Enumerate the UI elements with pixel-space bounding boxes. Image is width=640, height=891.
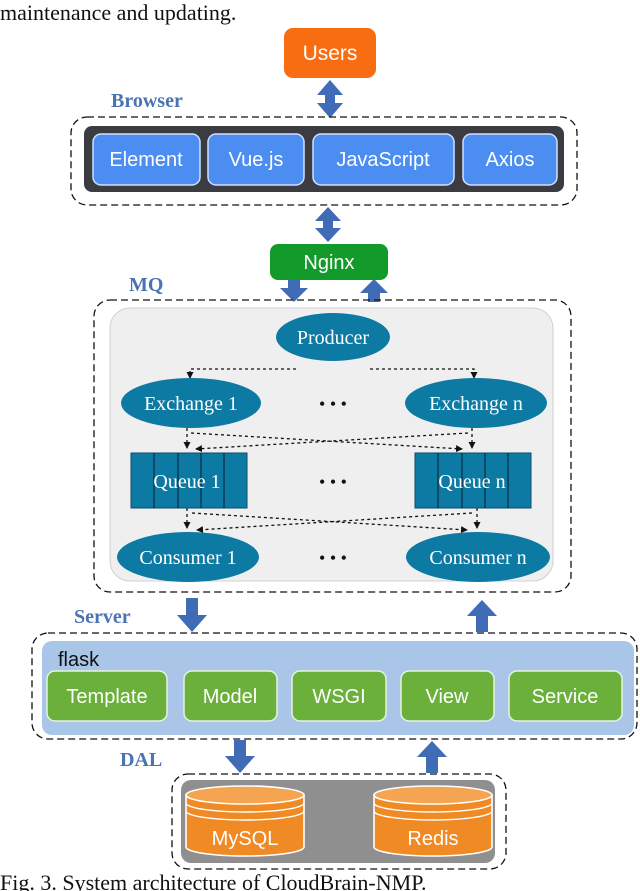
redis-database: Redis [373, 785, 493, 857]
browser-item-javascript-label: JavaScript [336, 149, 430, 171]
browser-group [70, 116, 578, 206]
mysql-label: MySQL [212, 828, 279, 850]
users-box [284, 28, 376, 78]
browser-item-axios [462, 133, 558, 186]
users-label: Users [303, 42, 358, 65]
queue-n-node: Queue n [414, 452, 532, 509]
producer-label: Producer [297, 327, 370, 349]
server-item-service-label: Service [532, 686, 599, 708]
server-to-dal-arrow [225, 740, 255, 773]
browser-item-javascript [312, 133, 455, 186]
nginx-to-mq-arrow [280, 279, 308, 302]
dal-section-label: DAL [120, 749, 162, 771]
mq-to-nginx-arrow [360, 279, 388, 302]
server-item-model-label: Model [203, 686, 257, 708]
server-item-view [400, 670, 495, 722]
header-text: maintenance and updating. [0, 0, 236, 25]
server-section-label: Server [74, 606, 131, 628]
queue-1-to-consumer-n [191, 512, 468, 534]
browser-item-element-label: Element [109, 149, 183, 171]
server-item-view-label: View [426, 686, 470, 708]
server-group [31, 632, 638, 740]
redis-label: Redis [407, 828, 458, 850]
exchange-1-node [121, 378, 261, 428]
browser-item-vuejs [207, 133, 305, 186]
figure-caption: Fig. 3. System architecture of CloudBrai… [0, 870, 427, 891]
flask-label: flask [58, 649, 100, 671]
browser-item-element [92, 133, 201, 186]
mq-to-server-arrow [177, 598, 207, 632]
exchange-n-node [405, 378, 547, 428]
consumer-n-node [406, 532, 550, 582]
browser-item-axios-label: Axios [486, 149, 535, 171]
queue-1-label: Queue 1 [153, 471, 220, 493]
server-item-service [508, 670, 623, 722]
browser-item-vuejs-label: Vue.js [229, 149, 284, 171]
server-item-wsgi-label: WSGI [312, 686, 365, 708]
server-item-template [46, 670, 168, 722]
exchange-ellipsis: • • • [319, 394, 347, 414]
browser-nginx-arrow [315, 207, 341, 242]
queue-ellipsis: • • • [319, 472, 347, 492]
mq-connectors [183, 368, 481, 534]
consumer-1-label: Consumer 1 [139, 547, 236, 569]
producer-to-exchange-n [370, 368, 478, 379]
queue-n-to-consumer-1 [196, 512, 473, 534]
queue-1-node: Queue 1 [130, 452, 248, 509]
mq-section-label: MQ [129, 274, 163, 296]
mq-panel [109, 307, 554, 582]
browser-section-label: Browser [111, 90, 183, 112]
producer-node [276, 313, 390, 361]
server-item-model [183, 670, 278, 722]
dal-group [171, 773, 507, 870]
server-item-template-label: Template [66, 686, 147, 708]
nginx-box [270, 244, 388, 280]
exchange-n-label: Exchange n [429, 393, 523, 415]
consumer-ellipsis: • • • [319, 548, 347, 568]
consumer-1-node [117, 532, 259, 582]
nginx-label: Nginx [303, 252, 354, 274]
server-to-mq-arrow [467, 600, 497, 632]
mq-group [93, 299, 572, 593]
server-item-wsgi [291, 670, 387, 722]
queue-n-label: Queue n [438, 471, 505, 493]
consumer-n-label: Consumer n [429, 547, 526, 569]
exchange-1-label: Exchange 1 [144, 393, 238, 415]
users-browser-arrow [317, 80, 343, 118]
dal-to-server-arrow [417, 741, 447, 773]
mysql-database: MySQL [185, 785, 305, 857]
